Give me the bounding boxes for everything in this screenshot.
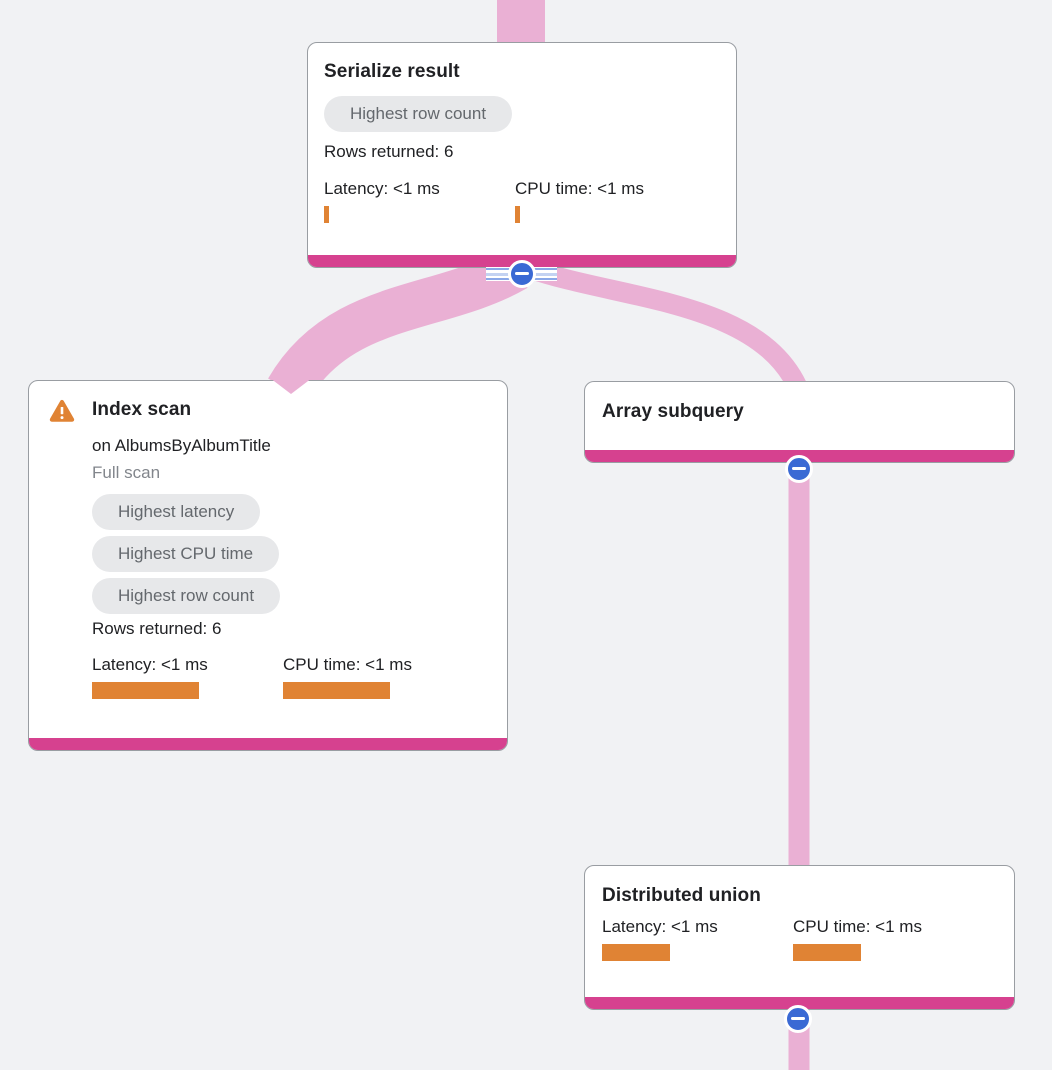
cpu-time-label: CPU time: <1 ms	[793, 917, 922, 936]
latency-bar	[324, 206, 329, 223]
latency-bar	[602, 944, 670, 961]
node-distributed-union[interactable]: Distributed union Latency: <1 ms CPU tim…	[584, 865, 1015, 1010]
node-title: Distributed union	[602, 885, 761, 906]
minus-icon	[515, 272, 529, 275]
node-title: Index scan	[92, 399, 192, 420]
cpu-time-metric: CPU time: <1 ms	[515, 178, 644, 223]
node-title: Serialize result	[324, 61, 460, 82]
badge-highest-cpu-time: Highest CPU time	[92, 536, 280, 572]
cpu-time-label: CPU time: <1 ms	[515, 179, 644, 198]
collapse-button-serialize-result[interactable]	[508, 260, 536, 288]
node-title: Array subquery	[602, 401, 744, 422]
minus-icon	[792, 467, 806, 470]
node-accent-bar	[585, 997, 1014, 1009]
warning-icon	[49, 399, 75, 422]
collapse-rail-right	[532, 267, 557, 281]
metrics-row: Latency: <1 ms CPU time: <1 ms	[602, 916, 998, 961]
metrics-row: Latency: <1 ms CPU time: <1 ms	[92, 654, 491, 699]
rows-returned-text: Rows returned: 6	[324, 142, 454, 161]
node-accent-bar	[29, 738, 507, 750]
badge-highest-row-count: Highest row count	[92, 578, 281, 614]
collapse-rail-left	[486, 267, 511, 281]
collapse-button-distributed-union[interactable]	[784, 1005, 812, 1033]
node-index-scan[interactable]: Index scan on AlbumsByAlbumTitle Full sc…	[28, 380, 508, 751]
rows-returned-text: Rows returned: 6	[92, 619, 222, 638]
edge-serialize-to-index-scan	[268, 247, 528, 403]
cpu-time-bar	[793, 944, 861, 961]
badge-highest-row-count: Highest row count	[324, 96, 513, 132]
cpu-time-bar	[283, 682, 390, 699]
node-serialize-result[interactable]: Serialize result Highest row count Rows …	[307, 42, 737, 268]
latency-label: Latency: <1 ms	[602, 917, 718, 936]
index-name-text: on AlbumsByAlbumTitle	[92, 436, 271, 455]
latency-bar	[92, 682, 199, 699]
minus-icon	[791, 1017, 805, 1020]
cpu-time-label: CPU time: <1 ms	[283, 655, 412, 674]
badge-list: Highest latency Highest CPU time Highest…	[92, 494, 491, 614]
latency-metric: Latency: <1 ms	[92, 654, 283, 699]
latency-metric: Latency: <1 ms	[602, 916, 793, 961]
latency-label: Latency: <1 ms	[324, 179, 440, 198]
edge-serialize-to-array-subquery	[524, 258, 809, 395]
latency-metric: Latency: <1 ms	[324, 178, 515, 223]
scan-type-text: Full scan	[92, 463, 161, 482]
collapse-button-array-subquery[interactable]	[785, 455, 813, 483]
badge-highest-latency: Highest latency	[92, 494, 261, 530]
metrics-row: Latency: <1 ms CPU time: <1 ms	[324, 178, 720, 223]
latency-label: Latency: <1 ms	[92, 655, 208, 674]
cpu-time-metric: CPU time: <1 ms	[283, 654, 412, 699]
cpu-time-bar	[515, 206, 520, 223]
cpu-time-metric: CPU time: <1 ms	[793, 916, 922, 961]
node-array-subquery[interactable]: Array subquery	[584, 381, 1015, 463]
